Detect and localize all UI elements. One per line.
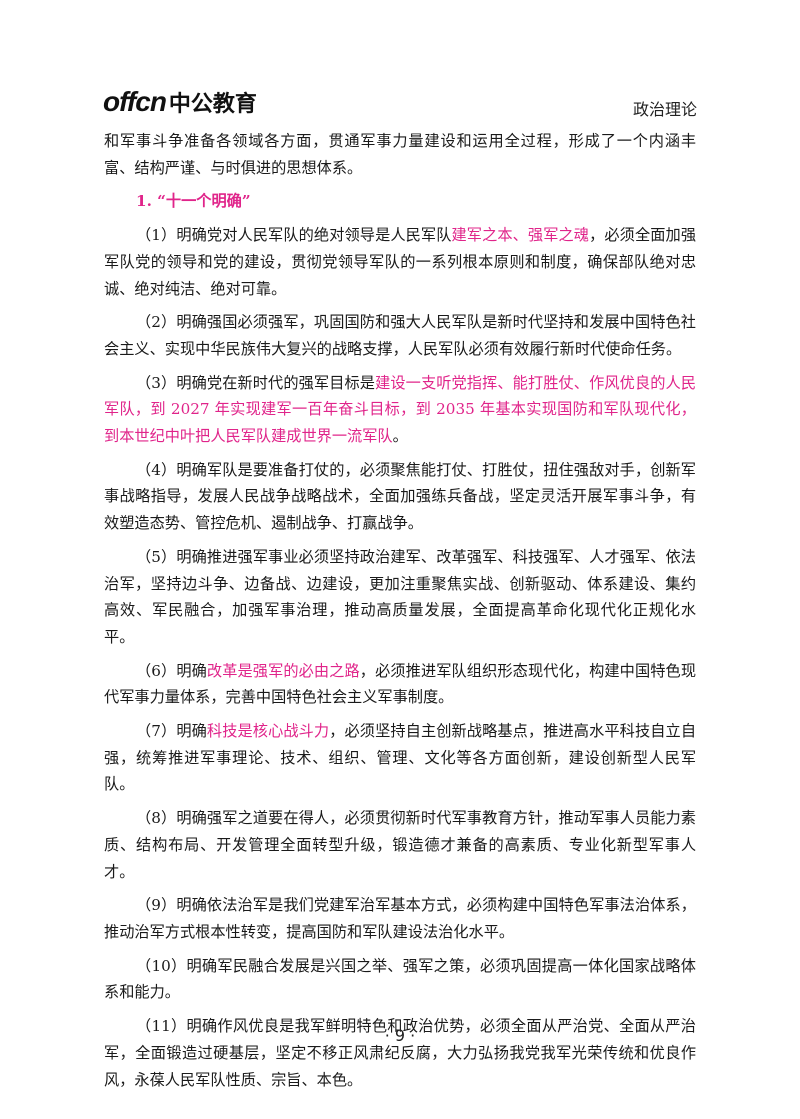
section-title: 政治理论 <box>632 100 697 119</box>
item-highlight: 建设一支听党指挥、能打胜仗、作风优良的人民军队，到 2027 年实现建军一百年奋… <box>104 373 697 446</box>
item-text: （4）明确军队是要准备打仗的，必须聚焦能打仗、打胜仗，扭住强敌对手，创新军事战略… <box>104 460 696 533</box>
logo-latin-text: offcn <box>103 86 167 117</box>
item-paragraph-3: （3）明确党在新时代的强军目标是建设一支听党指挥、能打胜仗、作风优良的人民军队，… <box>104 370 696 450</box>
item-paragraph-6: （6）明确改革是强军的必由之路，必须推进军队组织形态现代化，构建中国特色现代军事… <box>104 658 696 711</box>
item-text: （10）明确军民融合发展是兴国之举、强军之策，必须巩固提高一体化国家战略体系和能… <box>104 956 696 1002</box>
item-text: （11）明确作风优良是我军鲜明特色和政治优势，必须全面从严治党、全面从严治军，全… <box>104 1017 696 1089</box>
offcn-logo: offcn 中公教育 <box>103 86 257 118</box>
item-highlight: 改革是强军的必由之路 <box>206 661 360 680</box>
item-highlight: 科技是核心战斗力 <box>206 722 330 741</box>
item-paragraph-11: （11）明确作风优良是我军鲜明特色和政治优势，必须全面从严治党、全面从严治军，全… <box>104 1013 696 1093</box>
item-text: （3）明确党在新时代的强军目标是 <box>136 373 376 392</box>
item-text-continued: ，必须推进军队组织形态现代化，构建中国特色现代军事力量体系，完善中国特色社会主义… <box>104 661 697 707</box>
item-text: （8）明确强军之道要在得人，必须贯彻新时代军事教育方针，推动军事人员能力素质、结… <box>104 809 696 881</box>
item-text: （6）明确 <box>136 661 207 680</box>
item-highlight: 建军之本、强军之魂 <box>451 226 590 245</box>
item-paragraph-9: （9）明确依法治军是我们党建军治军基本方式，必须构建中国特色军事法治体系，推动治… <box>104 892 696 945</box>
page-header: offcn 中公教育 政治理论 <box>103 86 697 122</box>
item-text: （5）明确推进强军事业必须坚持政治建军、改革强军、科技强军、人才强军、依法治军，… <box>104 547 696 646</box>
item-paragraph-5: （5）明确推进强军事业必须坚持政治建军、改革强军、科技强军、人才强军、依法治军，… <box>104 544 696 651</box>
item-paragraph-10: （10）明确军民融合发展是兴国之举、强军之策，必须巩固提高一体化国家战略体系和能… <box>104 953 696 1006</box>
section-heading: 1. “十一个明确” <box>136 192 251 211</box>
item-paragraph-1: （1）明确党对人民军队的绝对领导是人民军队建军之本、强军之魂，必须全面加强军队党… <box>104 222 696 302</box>
item-text-continued: ，必须全面加强军队党的领导和党的建设，贯彻党领导军队的一系列根本原则和制度，确保… <box>104 226 697 298</box>
logo-chinese-text: 中公教育 <box>168 92 257 117</box>
item-text: （2）明确强国必须强军，巩固国防和强大人民军队是新时代坚持和发展中国特色社会主义… <box>104 313 696 358</box>
intro-paragraph: 和军事斗争准备各领域各方面，贯通军事力量建设和运用全过程，形成了一个内涵丰富、结… <box>104 132 696 177</box>
item-text-continued: ，必须坚持自主创新战略基点，推进高水平科技自立自强，统筹推进军事理论、技术、组织… <box>104 722 697 794</box>
item-paragraph-7: （7）明确科技是核心战斗力，必须坚持自主创新战略基点，推进高水平科技自立自强，统… <box>104 718 696 798</box>
item-text: （7）明确 <box>136 722 207 741</box>
item-text: （9）明确依法治军是我们党建军治军基本方式，必须构建中国特色军事法治体系，推动治… <box>104 896 696 941</box>
item-paragraph-4: （4）明确军队是要准备打仗的，必须聚焦能打仗、打胜仗，扭住强敌对手，创新军事战略… <box>104 457 696 537</box>
item-paragraph-8: （8）明确强军之道要在得人，必须贯彻新时代军事教育方针，推动军事人员能力素质、结… <box>104 805 696 885</box>
page-number: · 9 · <box>384 1026 416 1045</box>
item-text-continued: 。 <box>392 427 408 446</box>
page-body: 和军事斗争准备各领域各方面，贯通军事力量建设和运用全过程，形成了一个内涵丰富、结… <box>104 128 696 1100</box>
item-text: （1）明确党对人民军队的绝对领导是人民军队 <box>136 226 452 245</box>
item-paragraph-2: （2）明确强国必须强军，巩固国防和强大人民军队是新时代坚持和发展中国特色社会主义… <box>104 309 696 362</box>
